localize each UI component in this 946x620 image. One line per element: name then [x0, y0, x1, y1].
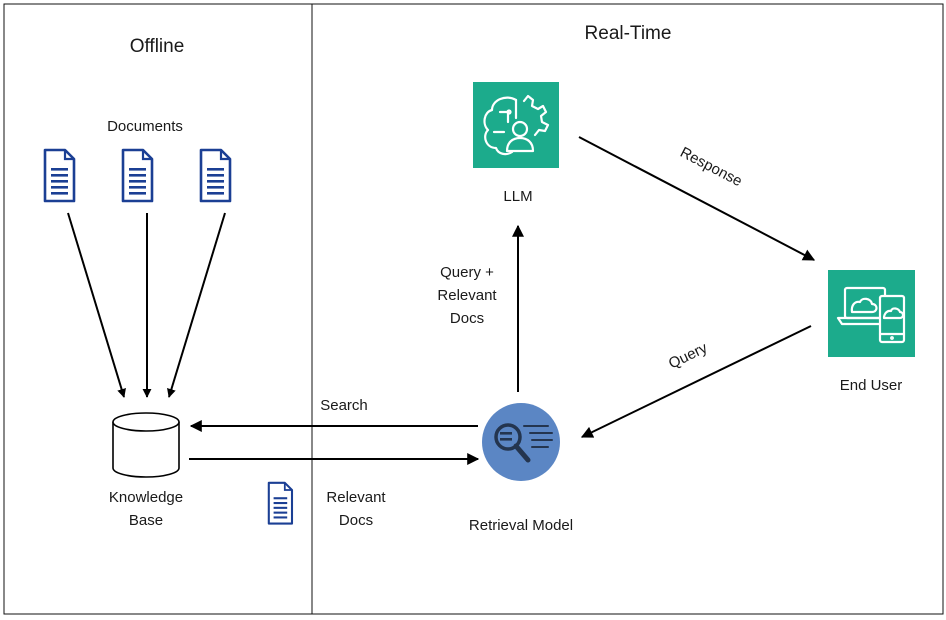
knowledge-base-label: Knowledge: [109, 489, 183, 506]
relevant-docs-label: Relevant: [326, 489, 386, 506]
doc-to-kb-arrow: [167, 212, 226, 398]
knowledge-base-label: Base: [129, 512, 163, 529]
document-icon: [199, 148, 232, 203]
document-icon: [267, 481, 294, 525]
response-label: Response: [677, 144, 745, 190]
offline-heading: Offline: [130, 36, 185, 57]
query-arrow: [580, 325, 812, 438]
query-docs-label: Query +: [440, 264, 494, 281]
outer-frame: [3, 3, 944, 615]
document-icon: [121, 148, 154, 203]
retrieval-model-label: Retrieval Model: [469, 517, 573, 534]
search-label: Search: [320, 397, 368, 414]
devices-cloud-icon: [828, 270, 915, 357]
response-arrow: [578, 136, 816, 261]
relevant-docs-label: Docs: [339, 512, 373, 529]
magnifier-list-icon: [482, 403, 560, 481]
realtime-heading: Real-Time: [585, 23, 672, 44]
document-icon: [43, 148, 76, 203]
query-label: Query: [666, 339, 711, 372]
brain-gear-icon: [473, 82, 559, 168]
documents-label: Documents: [107, 118, 183, 135]
doc-to-kb-arrow: [67, 212, 126, 398]
end-user-label: End User: [840, 377, 903, 394]
query-docs-label: Relevant: [437, 287, 497, 304]
llm-label: LLM: [503, 188, 532, 205]
query-docs-label: Docs: [450, 310, 484, 327]
database-icon: [112, 412, 180, 478]
